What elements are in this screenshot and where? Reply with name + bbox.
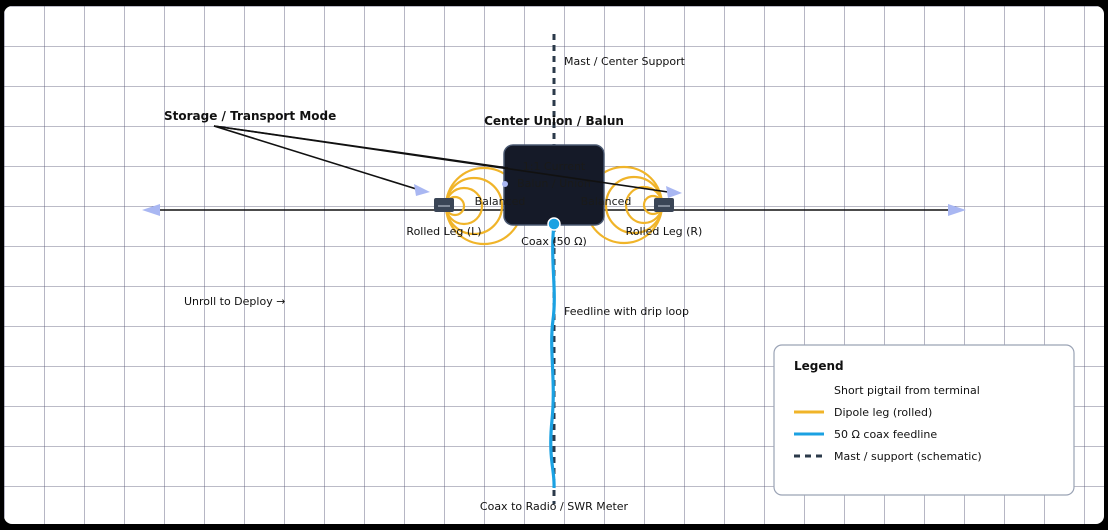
- center-union-label: Center Union / Balun: [484, 114, 624, 128]
- rolled-right-label: Rolled Leg (R): [626, 225, 703, 238]
- legend: Legend Short pigtail from terminal Dipol…: [773, 344, 1075, 496]
- legend-box: [773, 344, 1075, 496]
- legend-item-coax: 50 Ω coax feedline: [834, 428, 937, 441]
- left-end-arrow-icon: [142, 204, 160, 216]
- callout-arrow-right-icon: [666, 186, 682, 198]
- callout-line-right: [213, 125, 669, 193]
- mast-label: Mast / Center Support: [564, 55, 686, 68]
- balanced-left-label: Balanced: [475, 195, 526, 208]
- balun-label-1: 1:1 Current: [523, 160, 586, 173]
- coax-feedline: [549, 223, 556, 489]
- callout-line-left: [213, 125, 427, 193]
- terminal-left: [502, 181, 508, 187]
- unroll-label: Unroll to Deploy →: [184, 295, 285, 308]
- rolled-left-label: Rolled Leg (L): [406, 225, 481, 238]
- legend-item-leg: Dipole leg (rolled): [834, 406, 932, 419]
- legend-title: Legend: [794, 359, 844, 373]
- legend-item-mast: Mast / support (schematic): [834, 450, 982, 463]
- left-leg-block: [434, 198, 454, 212]
- radio-label: Coax to Radio / SWR Meter: [480, 500, 629, 513]
- legend-item-pigtail: Short pigtail from terminal: [834, 384, 980, 397]
- feedline-label: Feedline with drip loop: [564, 305, 689, 318]
- right-leg-block: [654, 198, 674, 212]
- callout-arrow-left-icon: [414, 184, 430, 196]
- right-end-arrow-icon: [948, 204, 966, 216]
- coax-port-label: Coax (50 Ω): [521, 235, 587, 248]
- coax-connector: [547, 217, 561, 231]
- balun-label-2: Balun / Union: [517, 177, 591, 190]
- storage-label: Storage / Transport Mode: [164, 109, 336, 123]
- balanced-right-label: Balanced: [581, 195, 632, 208]
